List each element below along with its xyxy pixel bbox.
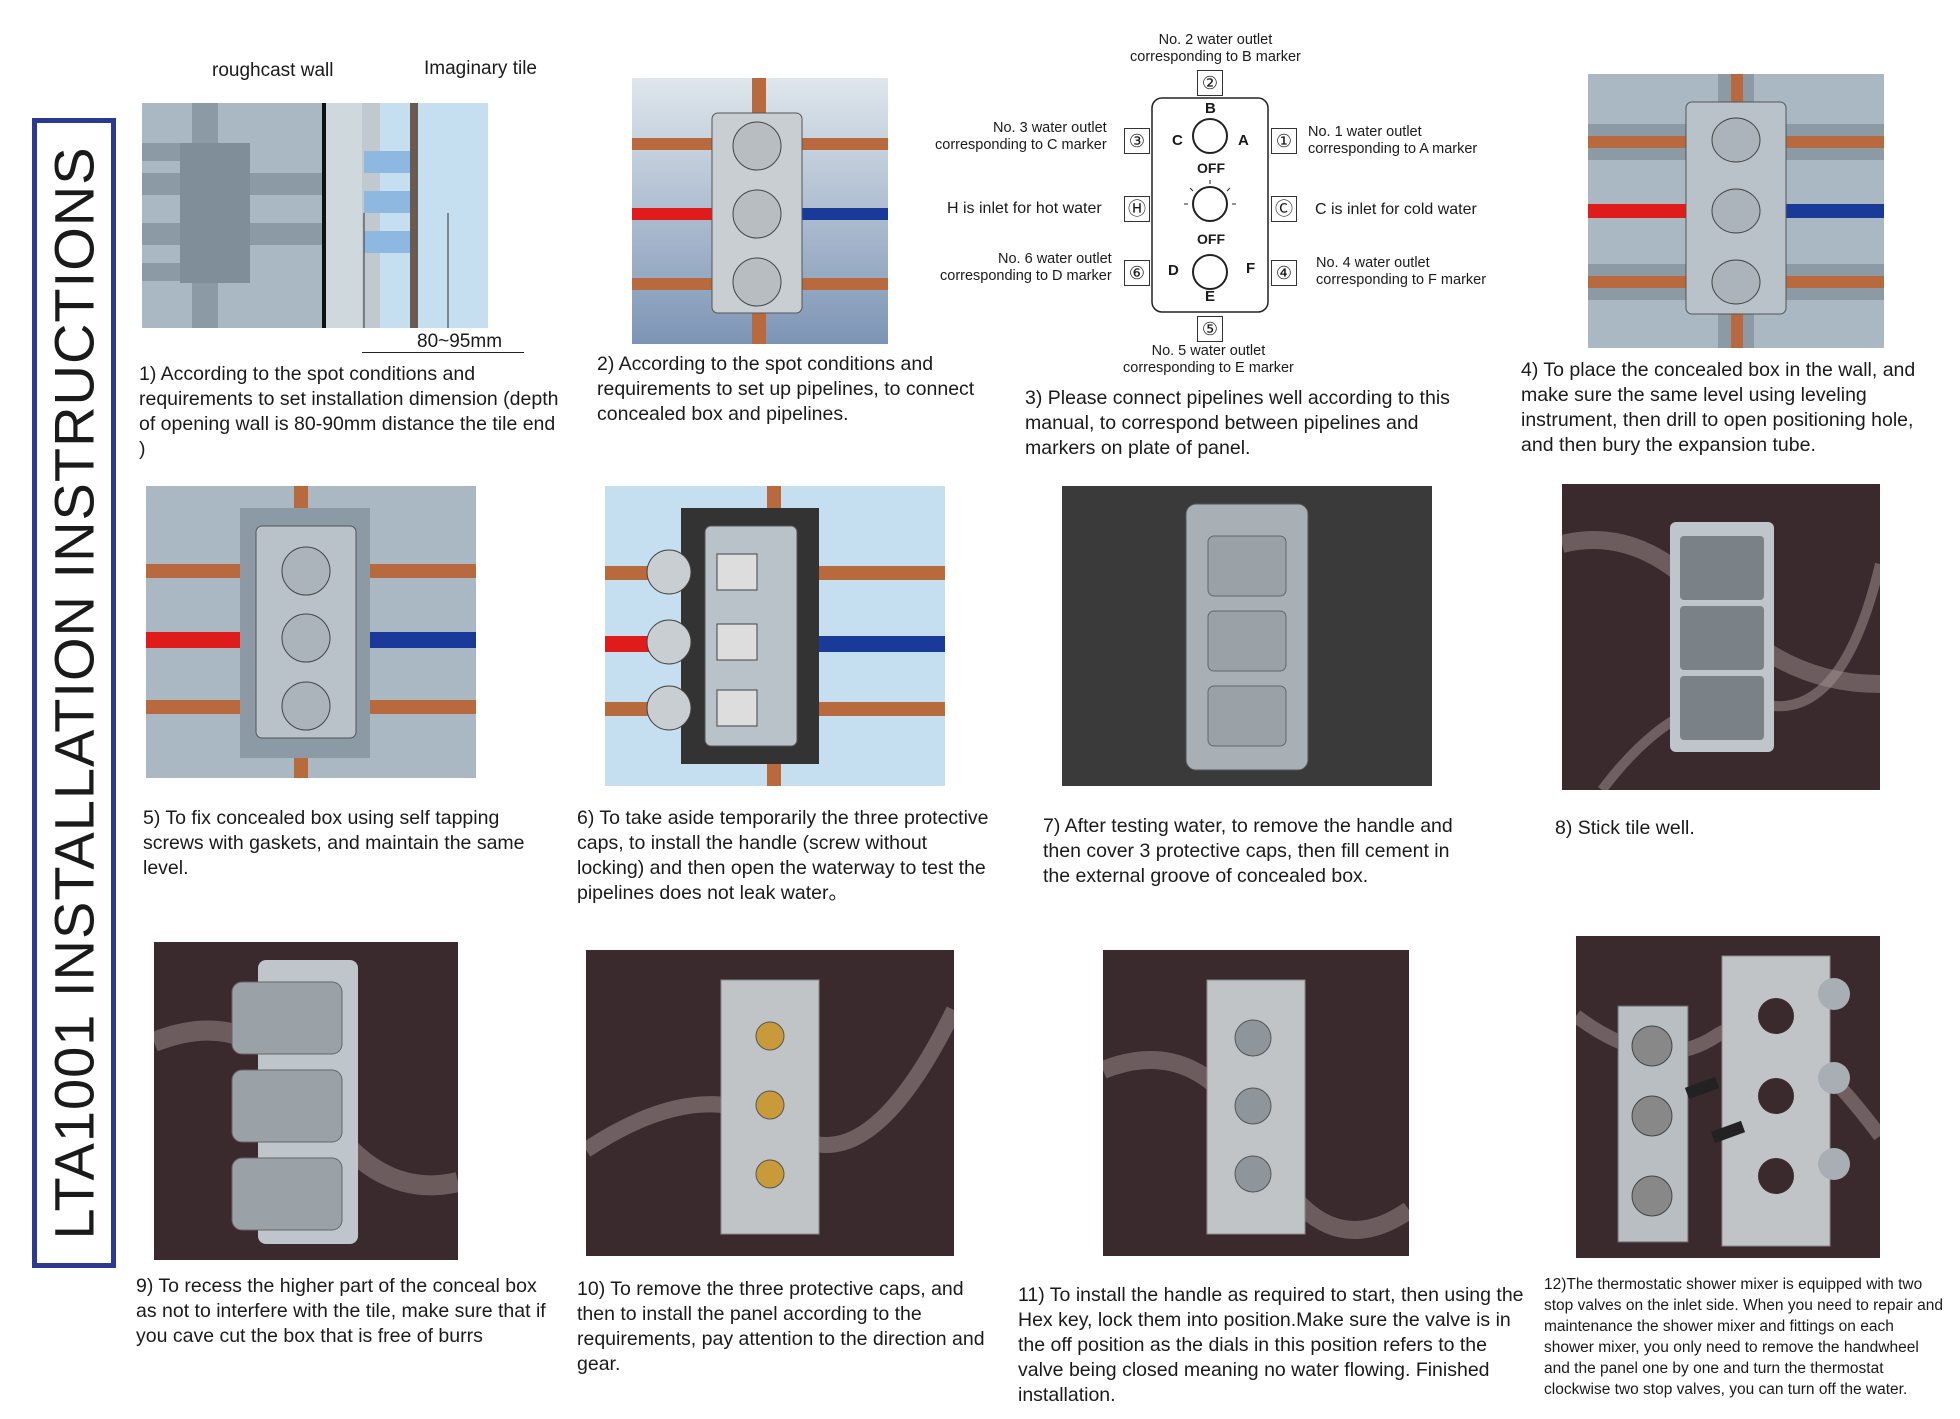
step3-caption: 3) Please connect pipelines well accordi… <box>1025 387 1450 459</box>
port-1-icon: ① <box>1271 128 1297 154</box>
dimension-label: 80~95mm <box>417 331 503 352</box>
step5-fixed-box-figure <box>146 486 476 778</box>
step12-caption: 12)The thermostatic shower mixer is equi… <box>1544 1276 1943 1398</box>
marker-a: A <box>1238 132 1249 149</box>
roughcast-wall-label: roughcast wall <box>212 60 334 81</box>
step11-caption: 11) To install the handle as required to… <box>1018 1284 1524 1406</box>
step4-caption: 4) To place the concealed box in the wal… <box>1521 359 1916 456</box>
step10-caption: 10) To remove the three protective caps,… <box>577 1278 985 1375</box>
step1-wall-section-figure <box>142 103 488 328</box>
step7-caption: 7) After testing water, to remove the ha… <box>1043 815 1453 887</box>
port-5-icon: ⑤ <box>1197 316 1223 342</box>
port-h-icon: Ⓗ <box>1124 196 1150 222</box>
marker-e: E <box>1205 288 1216 305</box>
step2-pipeline-figure <box>632 78 888 344</box>
port-4-icon: ④ <box>1271 260 1297 286</box>
step6-caption: 6) To take aside temporarily the three p… <box>577 807 989 904</box>
marker-f: F <box>1246 260 1256 277</box>
step9-caption: 9) To recess the higher part of the conc… <box>136 1275 546 1347</box>
port-c-icon: Ⓒ <box>1271 196 1297 222</box>
step2-caption: 2) According to the spot conditions and … <box>597 353 975 425</box>
dimension-line <box>362 352 524 353</box>
step8-tiled-figure <box>1562 484 1880 790</box>
marker-d: D <box>1168 262 1179 279</box>
marker-b: B <box>1205 100 1216 117</box>
step6-handle-test-figure <box>605 486 945 786</box>
port-3-icon: ③ <box>1124 128 1150 154</box>
step12-stop-valve-figure <box>1576 936 1880 1258</box>
step4-box-figure <box>1588 74 1884 348</box>
title-frame: LTA1001 INSTALLATION INSTRUCTIONS <box>32 118 116 1268</box>
port-6-icon: ⑥ <box>1124 260 1150 286</box>
inlet-cold-label: C is inlet for cold water <box>1315 201 1477 218</box>
step1-caption: 1) According to the spot conditions and … <box>139 363 559 460</box>
marker-c: C <box>1172 132 1183 149</box>
imaginary-tile-label: Imaginary tile <box>424 58 537 79</box>
step11-handles-figure <box>1103 950 1409 1256</box>
step3-panel-diagram <box>1120 70 1300 342</box>
off-label-top: OFF <box>1197 160 1225 176</box>
step8-caption: 8) Stick tile well. <box>1555 817 1695 839</box>
inlet-hot-label: H is inlet for hot water <box>947 200 1102 217</box>
off-label-bottom: OFF <box>1197 231 1225 247</box>
step7-covered-box-figure <box>1062 486 1432 786</box>
step10-panel-figure <box>586 950 954 1256</box>
step5-caption: 5) To fix concealed box using self tappi… <box>143 807 525 879</box>
page-title: LTA1001 INSTALLATION INSTRUCTIONS <box>42 146 106 1240</box>
port-2-icon: ② <box>1197 70 1223 96</box>
step9-recess-figure <box>154 942 458 1260</box>
